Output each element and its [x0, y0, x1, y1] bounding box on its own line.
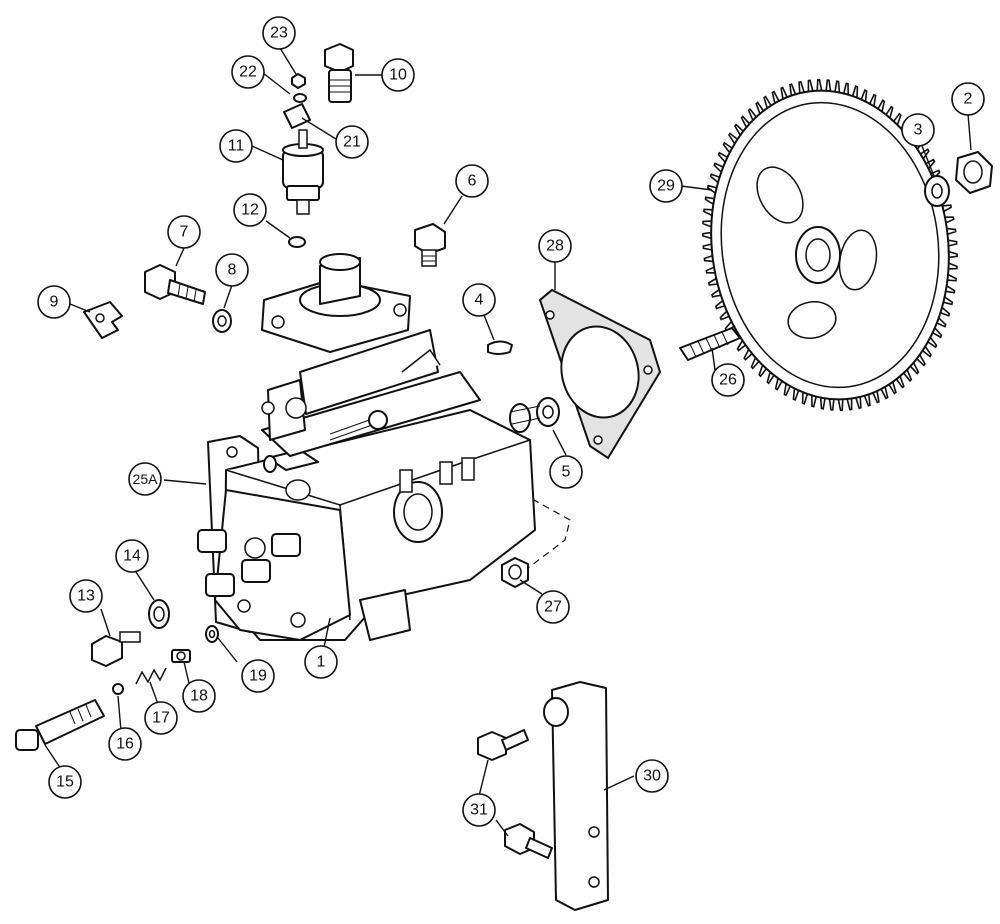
callout-29: 29	[649, 169, 683, 203]
o-ring	[288, 236, 306, 248]
svg-text:27: 27	[544, 599, 562, 616]
svg-text:13: 13	[77, 588, 95, 605]
callout-19: 19	[241, 659, 275, 693]
svg-text:25A: 25A	[133, 471, 159, 487]
svg-text:15: 15	[56, 774, 74, 791]
svg-text:8: 8	[228, 262, 237, 279]
gear-stud	[679, 327, 741, 361]
delivery-valve-holders	[197, 529, 306, 628]
callout-21: 21	[335, 125, 369, 159]
callout-2: 2	[951, 82, 985, 116]
svg-text:17: 17	[152, 710, 170, 727]
svg-text:9: 9	[50, 294, 59, 311]
svg-text:10: 10	[389, 67, 407, 84]
terminal-lock-washer	[283, 103, 311, 129]
callout-16: 16	[108, 727, 142, 761]
pump-nut	[501, 557, 529, 588]
banjo-bolt	[324, 43, 354, 103]
callout-22: 22	[231, 55, 265, 89]
plug-bolt	[91, 631, 141, 667]
copper-washer	[148, 599, 170, 629]
svg-text:29: 29	[657, 178, 675, 195]
fuel-shutoff-solenoid	[282, 129, 324, 215]
callout-15: 15	[48, 765, 82, 799]
svg-text:7: 7	[180, 224, 189, 241]
callout-5: 5	[549, 455, 583, 489]
callout-18: 18	[182, 679, 216, 713]
mounting-gasket	[538, 288, 662, 460]
callout-7: 7	[167, 215, 201, 249]
support-bracket	[543, 681, 609, 911]
callouts: 1 2 3 4 5 6 7 8 9 10 11 12 13 14 15 16 1…	[37, 16, 985, 827]
callout-31: 31	[462, 793, 496, 827]
callout-12: 12	[233, 193, 267, 227]
throttle-bracket	[83, 301, 123, 339]
svg-text:26: 26	[719, 372, 737, 389]
callout-14: 14	[115, 539, 149, 573]
threaded-adapter	[15, 699, 105, 751]
callout-13: 13	[69, 579, 103, 613]
callout-8: 8	[215, 253, 249, 287]
terminal-washer	[293, 93, 307, 103]
callout-30: 30	[635, 759, 669, 793]
bracket-bolt-lower	[504, 823, 553, 859]
svg-text:14: 14	[123, 548, 141, 565]
svg-text:30: 30	[643, 768, 661, 785]
svg-text:12: 12	[241, 202, 259, 219]
adjusting-screw	[329, 410, 388, 441]
svg-text:21: 21	[343, 134, 361, 151]
callout-17: 17	[144, 701, 178, 735]
woodruff-key	[487, 340, 513, 355]
lock-washer	[924, 175, 950, 207]
callout-10: 10	[381, 58, 415, 92]
callout-23: 23	[262, 16, 296, 50]
bracket-bolt-upper	[477, 729, 529, 761]
callout-4: 4	[462, 283, 496, 317]
svg-text:28: 28	[546, 238, 564, 255]
drive-shaft	[509, 403, 541, 433]
terminal-nut	[291, 73, 306, 89]
sealing-washer	[212, 309, 232, 333]
svg-text:3: 3	[914, 122, 923, 139]
svg-text:31: 31	[470, 802, 488, 819]
callout-28: 28	[538, 229, 572, 263]
valve-washer	[205, 625, 219, 643]
svg-text:22: 22	[239, 64, 257, 81]
callout-25a: 25A	[128, 462, 162, 496]
banjo-fitting	[414, 223, 446, 267]
valve	[171, 649, 191, 663]
hex-bolt	[144, 264, 206, 305]
callout-9: 9	[37, 285, 71, 319]
svg-text:23: 23	[270, 25, 288, 42]
fuel-injection-pump	[197, 403, 541, 641]
svg-text:2: 2	[964, 91, 973, 108]
callout-27: 27	[536, 590, 570, 624]
callout-1: 1	[304, 645, 338, 679]
gear-nut	[955, 151, 993, 194]
callout-6: 6	[455, 164, 489, 198]
callout-26: 26	[711, 363, 745, 397]
svg-text:11: 11	[228, 138, 245, 155]
svg-text:6: 6	[468, 173, 477, 190]
small-ring	[112, 683, 124, 695]
svg-text:4: 4	[475, 292, 484, 309]
spring	[135, 667, 167, 685]
svg-text:16: 16	[116, 736, 134, 753]
svg-text:5: 5	[562, 464, 571, 481]
shaft-washer	[536, 397, 560, 427]
svg-text:19: 19	[249, 668, 267, 685]
callout-3: 3	[901, 113, 935, 147]
drive-gear	[702, 78, 958, 412]
svg-text:1: 1	[317, 654, 326, 671]
pump-governor-housing	[261, 253, 481, 457]
svg-text:18: 18	[190, 688, 208, 705]
callout-11: 11	[219, 129, 253, 163]
